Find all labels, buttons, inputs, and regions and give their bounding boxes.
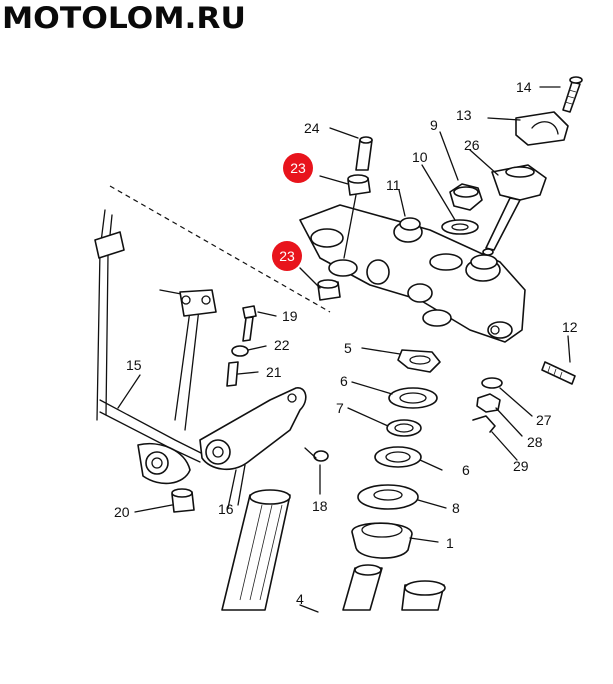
clip-part-29 bbox=[472, 415, 496, 433]
collar-part-22 bbox=[231, 345, 249, 357]
label-28: 28 bbox=[527, 434, 543, 450]
bushing-part-23-upper bbox=[343, 174, 371, 259]
label-19: 19 bbox=[282, 308, 298, 324]
bolt-part-12 bbox=[541, 361, 576, 385]
callout-badge-23-lower: 23 bbox=[272, 241, 302, 271]
bearing-part-1 bbox=[351, 522, 413, 559]
label-20: 20 bbox=[114, 504, 130, 520]
leader-lines bbox=[117, 86, 571, 613]
label-18: 18 bbox=[312, 498, 328, 514]
bolt-part-18 bbox=[304, 447, 329, 462]
label-10: 10 bbox=[412, 149, 428, 165]
ring-nut-part-6-upper bbox=[388, 387, 438, 409]
label-24: 24 bbox=[304, 120, 320, 136]
label-14: 14 bbox=[516, 79, 532, 95]
pin-part-24 bbox=[355, 136, 373, 171]
washer-part-7 bbox=[386, 419, 422, 437]
label-13: 13 bbox=[456, 107, 472, 123]
label-21: 21 bbox=[266, 364, 282, 380]
badge-circle bbox=[283, 153, 313, 183]
label-7: 7 bbox=[336, 400, 344, 416]
bearing-cover-part-8 bbox=[357, 484, 419, 510]
bushing-part-23-lower bbox=[317, 279, 341, 301]
leader-line bbox=[109, 185, 331, 313]
label-27: 27 bbox=[536, 412, 552, 428]
badge-text: 23 bbox=[290, 160, 306, 176]
label-22: 22 bbox=[274, 337, 290, 353]
label-15: 15 bbox=[126, 357, 142, 373]
handlebar-cap-part-13 bbox=[515, 76, 583, 146]
bracket-part-16 bbox=[199, 387, 307, 506]
callout-badge-23-upper: 23 bbox=[283, 153, 313, 183]
watermark: MOTOLOM.RU bbox=[2, 1, 246, 34]
fork-tubes bbox=[221, 489, 446, 611]
rubber-part-20 bbox=[171, 488, 195, 513]
washer-part-27 bbox=[481, 377, 503, 389]
upper-bracket-part-11 bbox=[299, 204, 526, 343]
frame-part-15 bbox=[94, 209, 217, 485]
part-labels: 14 13 9 26 10 11 24 12 19 22 21 5 6 7 27… bbox=[114, 79, 578, 607]
ring-nut-part-6-lower bbox=[374, 446, 422, 468]
label-9: 9 bbox=[430, 117, 438, 133]
label-1: 1 bbox=[446, 535, 454, 551]
label-29: 29 bbox=[513, 458, 529, 474]
lock-plate-part-5 bbox=[397, 349, 441, 373]
label-26: 26 bbox=[464, 137, 480, 153]
pin-part-21 bbox=[226, 361, 239, 387]
badge-text: 23 bbox=[279, 248, 295, 264]
label-11: 11 bbox=[386, 177, 401, 193]
bolt-part-19 bbox=[242, 305, 257, 342]
stem-bolt-part-26 bbox=[482, 164, 547, 256]
watermark-text: MOTOLOM.RU bbox=[2, 1, 246, 34]
label-5: 5 bbox=[344, 340, 352, 356]
label-4: 4 bbox=[296, 591, 304, 607]
label-8: 8 bbox=[452, 500, 460, 516]
label-16: 16 bbox=[218, 501, 234, 517]
nut-part-9 bbox=[449, 183, 483, 211]
badge-circle bbox=[272, 241, 302, 271]
label-12: 12 bbox=[562, 319, 578, 335]
label-6b: 6 bbox=[462, 462, 470, 478]
label-6a: 6 bbox=[340, 373, 348, 389]
washer-part-10 bbox=[441, 219, 479, 235]
diagram-panel bbox=[95, 58, 613, 610]
